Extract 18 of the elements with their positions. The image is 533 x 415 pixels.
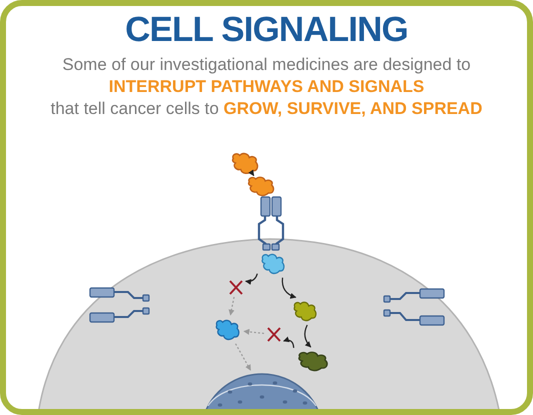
receptor-icon [257, 197, 285, 251]
protein-icon [291, 299, 319, 323]
arrow [304, 324, 312, 348]
arrow [282, 278, 296, 298]
subtitle-text: Some of our investigational medicines are designed to INTERRUPT PATHWAYS AND SIGNALS that tell cancer cells to GROW, SURVIVE, AND SPREAD [50, 54, 484, 120]
ligand-protein-icon [229, 150, 261, 176]
arrow [235, 343, 252, 371]
protein-icon [213, 317, 242, 342]
protein-icon [259, 251, 287, 276]
cross-mark-icon [266, 327, 282, 342]
arrow [283, 336, 294, 348]
bound-ligand-icon [245, 174, 277, 198]
arrow [243, 328, 264, 335]
arrow [228, 296, 235, 316]
cross-mark-icon [228, 280, 244, 295]
arrow [245, 273, 258, 285]
title: CELL SIGNALING [125, 10, 408, 50]
arrow [248, 170, 254, 176]
